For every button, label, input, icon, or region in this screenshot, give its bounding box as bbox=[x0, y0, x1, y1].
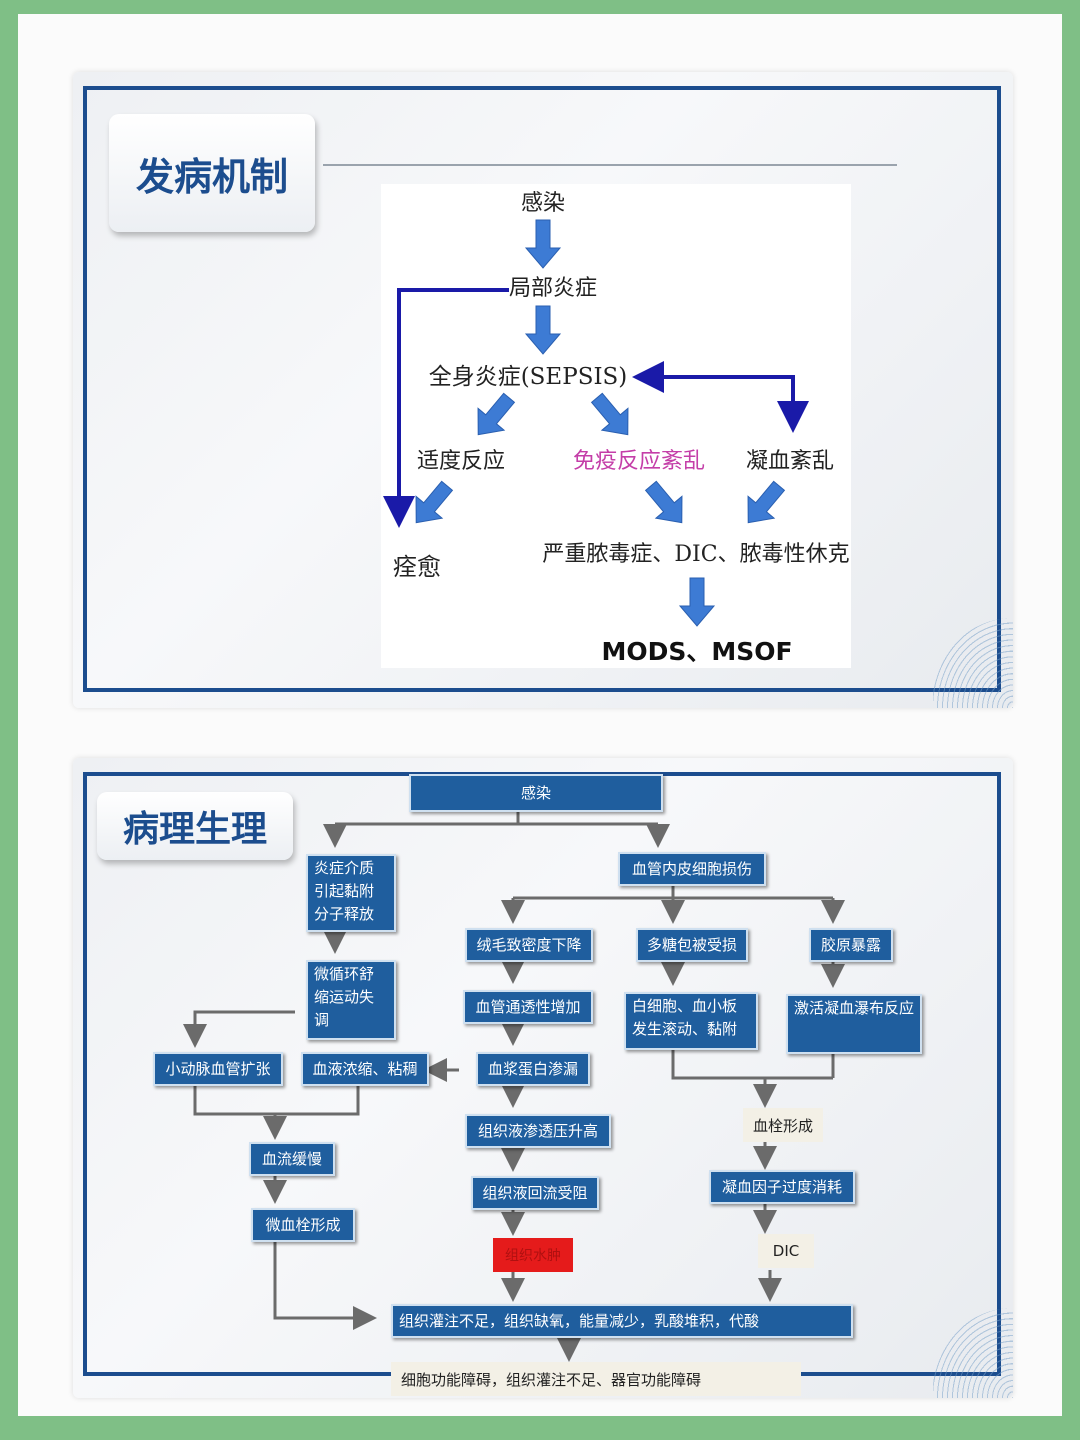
connector-local-heal bbox=[399, 290, 509, 512]
arrow-systemic-immune bbox=[584, 387, 641, 446]
coagulation-cascade-box: 激活凝血瀑布反应 bbox=[786, 994, 922, 1054]
node-healed: 痊愈 bbox=[393, 553, 441, 581]
fluid-reflux-box: 组织液回流受阻 bbox=[471, 1176, 599, 1210]
microcirculation-box: 微循环舒缩运动失调 bbox=[306, 960, 396, 1040]
leukocyte-platelet-box: 白细胞、血小板发生滚动、黏附 bbox=[624, 992, 758, 1050]
villi-density-box: 绒毛致密度下降 bbox=[465, 928, 593, 962]
pathogenesis-slide: 发病机制 bbox=[73, 72, 1013, 708]
connector-coag-sepsis bbox=[643, 377, 793, 417]
pathophysiology-slide: 病理生理 bbox=[73, 758, 1013, 1398]
tissue-edema-box: 组织水肿 bbox=[493, 1238, 573, 1272]
pathogenesis-flowchart: 感染 局部炎症 全身炎症(SEPSIS) 适度反应 免疫反应紊乱 凝血紊乱 痊愈… bbox=[73, 72, 1013, 708]
glycocalyx-box: 多糖包被受损 bbox=[636, 928, 748, 962]
arrow-immune-severe bbox=[638, 475, 695, 534]
thrombus-label: 血栓形成 bbox=[743, 1108, 823, 1142]
collagen-exposure-box: 胶原暴露 bbox=[809, 928, 893, 962]
coag-factor-consumption-box: 凝血因子过度消耗 bbox=[709, 1170, 855, 1204]
infection-box: 感染 bbox=[409, 774, 663, 812]
arrow-severe-mods bbox=[680, 578, 714, 626]
node-infection: 感染 bbox=[521, 191, 565, 216]
node-mods-msof: MODS、MSOF bbox=[601, 637, 792, 666]
blood-concentration-box: 血液浓缩、粘稠 bbox=[301, 1052, 429, 1086]
node-moderate-response: 适度反应 bbox=[417, 449, 505, 474]
node-systemic-inflammation: 全身炎症(SEPSIS) bbox=[429, 364, 628, 390]
arrow-systemic-moderate bbox=[465, 387, 522, 446]
inflammatory-mediator-box: 炎症介质引起黏附分子释放 bbox=[306, 854, 396, 932]
node-severe-sepsis: 严重脓毒症、DIC、脓毒性休克 bbox=[542, 542, 849, 567]
dic-label: DIC bbox=[758, 1234, 814, 1268]
endothelial-damage-box: 血管内皮细胞损伤 bbox=[618, 852, 766, 886]
arrow-moderate-heal bbox=[403, 475, 460, 534]
vascular-permeability-box: 血管通透性增加 bbox=[463, 990, 593, 1024]
arrow-infection-local bbox=[526, 220, 560, 268]
node-coagulation-disorder: 凝血紊乱 bbox=[746, 449, 834, 474]
tissue-hypoperfusion-box: 组织灌注不足，组织缺氧，能量减少，乳酸堆积，代酸 bbox=[391, 1304, 853, 1338]
arrow-coag-severe bbox=[735, 475, 792, 534]
organ-dysfunction-label: 细胞功能障碍，组织灌注不足、器官功能障碍 bbox=[391, 1362, 801, 1396]
osmotic-pressure-box: 组织液渗透压升高 bbox=[465, 1114, 611, 1148]
node-immune-disorder: 免疫反应紊乱 bbox=[573, 449, 705, 474]
plasma-leakage-box: 血浆蛋白渗漏 bbox=[476, 1052, 590, 1086]
slow-blood-flow-box: 血流缓慢 bbox=[249, 1142, 335, 1176]
page: 发病机制 bbox=[18, 14, 1062, 1416]
microthrombus-box: 微血栓形成 bbox=[251, 1208, 355, 1242]
node-local-inflammation: 局部炎症 bbox=[509, 276, 597, 301]
arteriole-dilation-box: 小动脉血管扩张 bbox=[153, 1052, 283, 1086]
arrow-local-systemic bbox=[526, 306, 560, 354]
